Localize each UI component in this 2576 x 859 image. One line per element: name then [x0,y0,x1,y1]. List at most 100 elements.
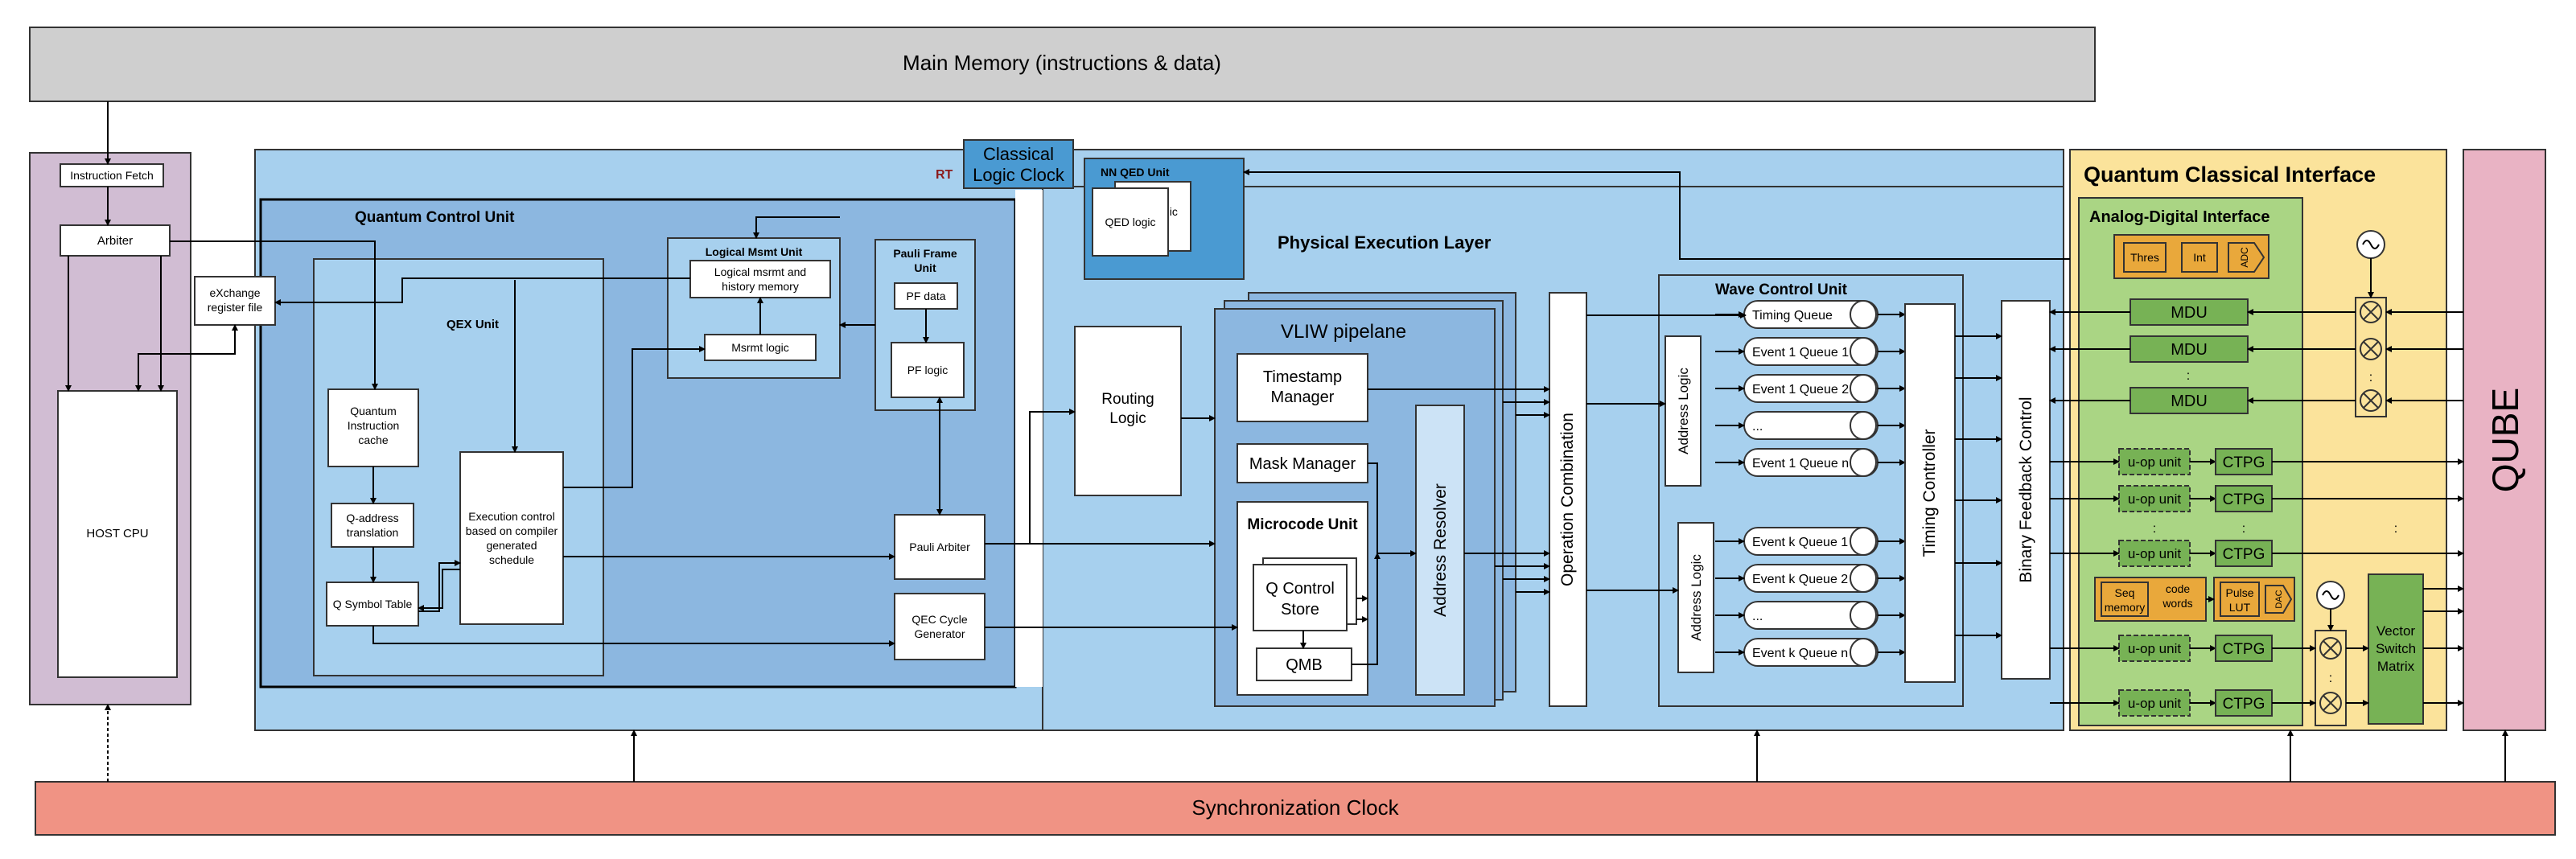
queue-bottom-0-label: Event k Queue 1 [1752,536,1848,549]
pulse-line-1: Pulse [2225,586,2253,599]
queue-top-4-cap [1850,448,1877,477]
q-symbol-table-box [326,582,419,627]
address-logic-bottom-label: Address Logic [1689,554,1704,641]
queue-top-1-label: Event 1 Queue 1 [1752,346,1849,360]
pauli-frame-title-1: Pauli Frame [893,247,957,260]
queue-top-0-label: Timing Queue [1752,309,1833,323]
history-to-qcu-title [753,216,840,239]
int-label: Int [2193,251,2206,264]
mixer-cross-3 [2323,640,2339,656]
symbol-to-exec [418,560,461,612]
host-cpu-label: HOST CPU [86,527,148,540]
qed-logic-box [1092,187,1169,257]
symbol-to-qec [372,626,895,647]
vsm-line-2: Switch [2376,641,2416,656]
qic-line-2: Instruction [348,419,400,432]
exec-line-2: based on compiler [466,524,558,537]
exec-to-msrmt [563,346,706,488]
msrmt-logic-box [704,334,817,361]
timestamp-manager-box [1237,353,1368,422]
pf-logic-box [891,342,965,398]
wave-control-title: Wave Control Unit [1715,282,1848,298]
timestamp-line-2: Manager [1271,388,1335,406]
exec-control-box [459,451,564,625]
pf-data-label: PF data [906,290,945,302]
code-line-1: code [2166,582,2191,595]
ctpg-label-0: CTPG [2223,454,2265,471]
ctpg-label-3: CTPG [2223,641,2265,658]
qube-label: QUBE [2484,388,2526,492]
ctpg-ellipsis-1: : [2242,522,2245,536]
exchange-label-2: register file [208,301,263,314]
mdu-box-1 [2130,335,2249,363]
pulse-lut-box [2220,582,2260,617]
q-symbol-table-label: Q Symbol Table [333,598,413,610]
classical-logic-clock [963,139,1074,189]
arbiter-to-qic [170,240,378,390]
seq-memory-box [2101,582,2149,617]
logical-msmt-title: Logical Msmt Unit [706,245,803,258]
uop-label-1: u-op unit [2128,491,2181,507]
routing-line-2: Logic [1109,410,1146,427]
vsm-line-3: Matrix [2377,659,2415,674]
uop-box-3 [2118,635,2191,662]
exec-to-symbol [418,569,460,611]
ctpg-ellipsis-0: : [2153,522,2156,536]
physical-execution-layer-title: Physical Execution Layer [1278,232,1492,253]
uop-label-3: u-op unit [2128,641,2181,656]
instruction-fetch-label: Instruction Fetch [70,169,154,182]
address-logic-bottom [1677,522,1714,673]
queue-bottom-3-cap [1850,638,1877,667]
ctpg-box-1 [2215,485,2273,512]
exchange-register-box [194,276,276,326]
msrmt-logic-label: Msrmt logic [731,341,789,354]
int-box [2181,242,2218,273]
dac-shape [2265,585,2293,614]
ctpg-ellipsis-2: : [2394,522,2397,536]
classical-logic-clock-line1: Classical [983,144,1054,164]
timing-controller-box [1904,303,1956,683]
mixer-cross-0 [2363,304,2379,320]
qmb-label: QMB [1286,656,1323,674]
mixer-ellipsis-0: : [2369,371,2372,384]
timing-controller-label: Timing Controller [1920,429,1939,557]
queue-top-0-cap [1850,300,1877,329]
cpu-to-exchange [138,324,238,391]
binary-feedback-control-box [2001,300,2051,680]
microcode-unit-title: Microcode Unit [1247,516,1358,533]
sync-clock-box [35,781,2556,836]
qaddr-box [331,503,414,548]
qec-line-2: Generator [914,627,965,640]
logical-history-line-1: Logical msrmt and [714,265,806,278]
instruction-fetch-box [60,163,164,187]
queue-top-1-cap [1850,337,1877,366]
logical-history-line-2: history memory [722,280,799,293]
qic-line-3: cache [358,434,389,446]
qec-cycle-box [894,593,986,660]
arbiter-label: Arbiter [97,234,133,248]
exec-line-1: Execution control [468,510,554,523]
arbiter-box [60,224,171,257]
binary-feedback-control-label: Binary Feedback Control [2017,397,2035,582]
seq-line-2: memory [2105,601,2146,614]
main-memory-box [29,27,2096,102]
main-memory-label: Main Memory (instructions & data) [903,51,1221,75]
nn-qed-title: NN QED Unit [1101,166,1170,179]
queue-top-3-label: ... [1752,420,1763,434]
vliw-title: VLIW pipelane [1281,321,1406,343]
dac-label: DAC [2274,590,2284,608]
ctpg-label-2: CTPG [2223,546,2265,563]
queue-bottom-0-cap [1850,527,1877,556]
uop-box-1 [2118,485,2191,512]
queue-bottom-1-label: Event k Queue 2 [1752,573,1848,586]
exec-line-3: generated [486,539,537,552]
queue-bottom-2-label: ... [1752,610,1763,623]
qex-unit-title: QEX Unit [446,318,499,331]
queue-bottom-2-cap [1850,601,1877,630]
ctpg-label-4: CTPG [2223,696,2265,713]
operation-combination-box [1549,292,1587,707]
pauli-arbiter-box [894,514,986,580]
mask-to-resolver [1368,462,1417,557]
